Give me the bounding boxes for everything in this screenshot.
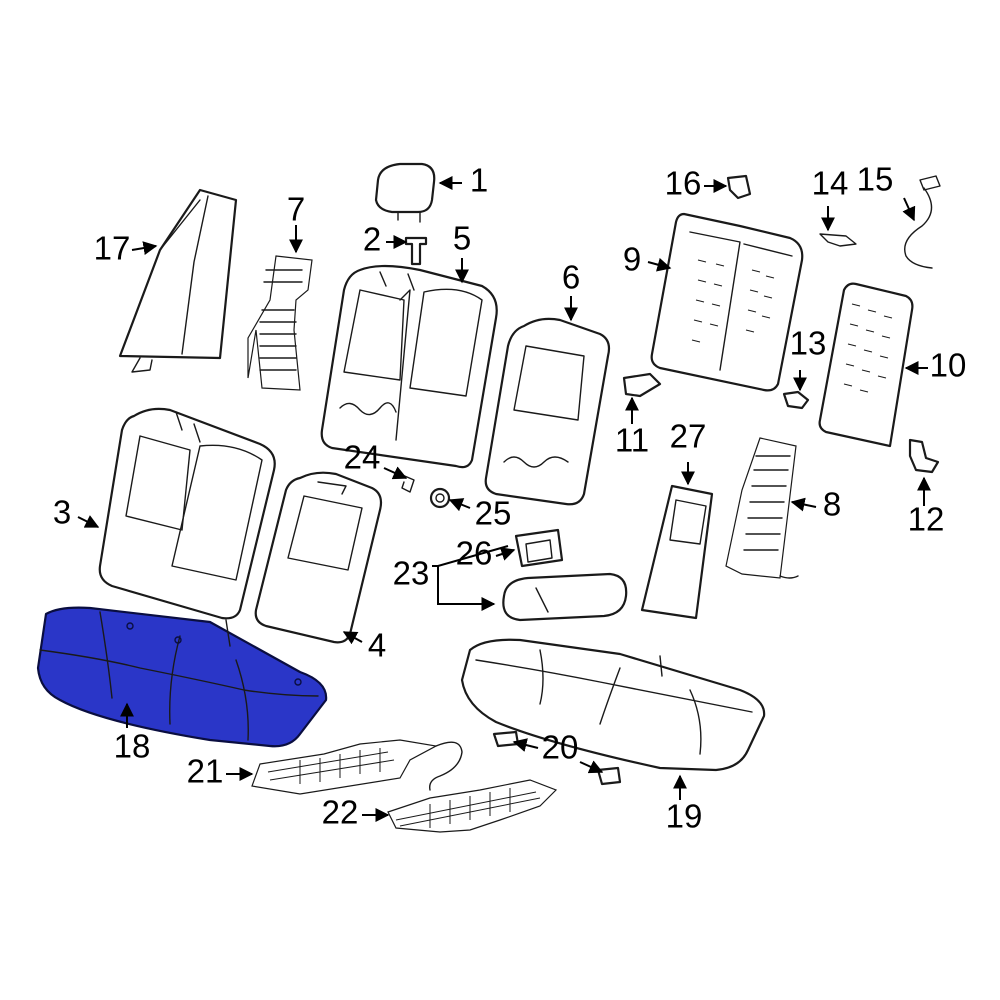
callout-20[interactable]: 20 [542,729,579,766]
part-1-headrest[interactable] [374,162,436,223]
callout-14[interactable]: 14 [812,165,849,202]
callout-5[interactable]: 5 [453,220,471,257]
part-9-frame[interactable] [650,212,804,392]
callout-27[interactable]: 27 [670,418,707,455]
part-7-heater-pad[interactable] [247,255,313,391]
part-23-armrest[interactable] [502,572,628,622]
callout-21[interactable]: 21 [187,753,224,790]
part-21-heater-mat[interactable] [251,739,463,795]
part-2-guide[interactable] [404,236,428,266]
callout-9[interactable]: 9 [623,241,641,278]
callout-6[interactable]: 6 [562,259,580,296]
part-8-heater-pad[interactable] [725,437,799,579]
part-10-panel[interactable] [818,282,914,448]
callout-13[interactable]: 13 [790,325,827,362]
callout-16[interactable]: 16 [665,165,702,202]
callout-17[interactable]: 17 [94,230,131,267]
part-11-lever[interactable] [622,372,662,398]
part-17-side-bolster[interactable] [118,188,238,373]
part-15-harness[interactable] [904,175,941,269]
part-22-heater-mat[interactable] [387,779,558,833]
callout-4[interactable]: 4 [368,627,386,664]
callout-labels: 1 2 3 4 5 6 7 8 9 10 11 12 13 14 15 16 1… [53,161,967,835]
part-20-clips[interactable] [492,730,622,786]
callout-24[interactable]: 24 [344,439,381,476]
callout-8[interactable]: 8 [823,486,841,523]
callout-12[interactable]: 12 [908,501,945,538]
part-3-left-seat-back[interactable] [98,407,276,620]
part-13-latch[interactable] [782,390,810,410]
callout-10[interactable]: 10 [930,347,967,384]
part-25-grommet[interactable] [429,487,451,509]
callout-18[interactable]: 18 [114,728,151,765]
callout-22[interactable]: 22 [322,794,359,831]
part-19-seat-cushion[interactable] [460,638,766,772]
part-4-seat-back-small[interactable] [254,471,383,644]
callout-7[interactable]: 7 [287,191,305,228]
callout-11[interactable]: 11 [615,422,649,459]
part-26-holder[interactable] [514,528,564,568]
part-5-seat-back[interactable] [320,264,498,469]
callout-3[interactable]: 3 [53,494,71,531]
callout-19[interactable]: 19 [666,798,703,835]
callout-25[interactable]: 25 [475,495,512,532]
part-14-bracket[interactable] [819,233,857,247]
callout-1[interactable]: 1 [470,162,488,199]
callout-23[interactable]: 23 [393,555,430,592]
part-16-cover[interactable] [726,174,752,200]
part-6-side-seat-back[interactable] [484,317,611,506]
callout-26[interactable]: 26 [456,535,493,572]
part-18-seat-cushion-highlighted[interactable] [36,606,328,748]
callout-2[interactable]: 2 [363,221,381,258]
part-24-clip[interactable] [399,473,415,493]
leader-lines [77,176,931,822]
callout-15[interactable]: 15 [857,161,894,198]
part-27-armrest-panel[interactable] [640,484,714,620]
part-12-hinge[interactable] [908,438,940,474]
